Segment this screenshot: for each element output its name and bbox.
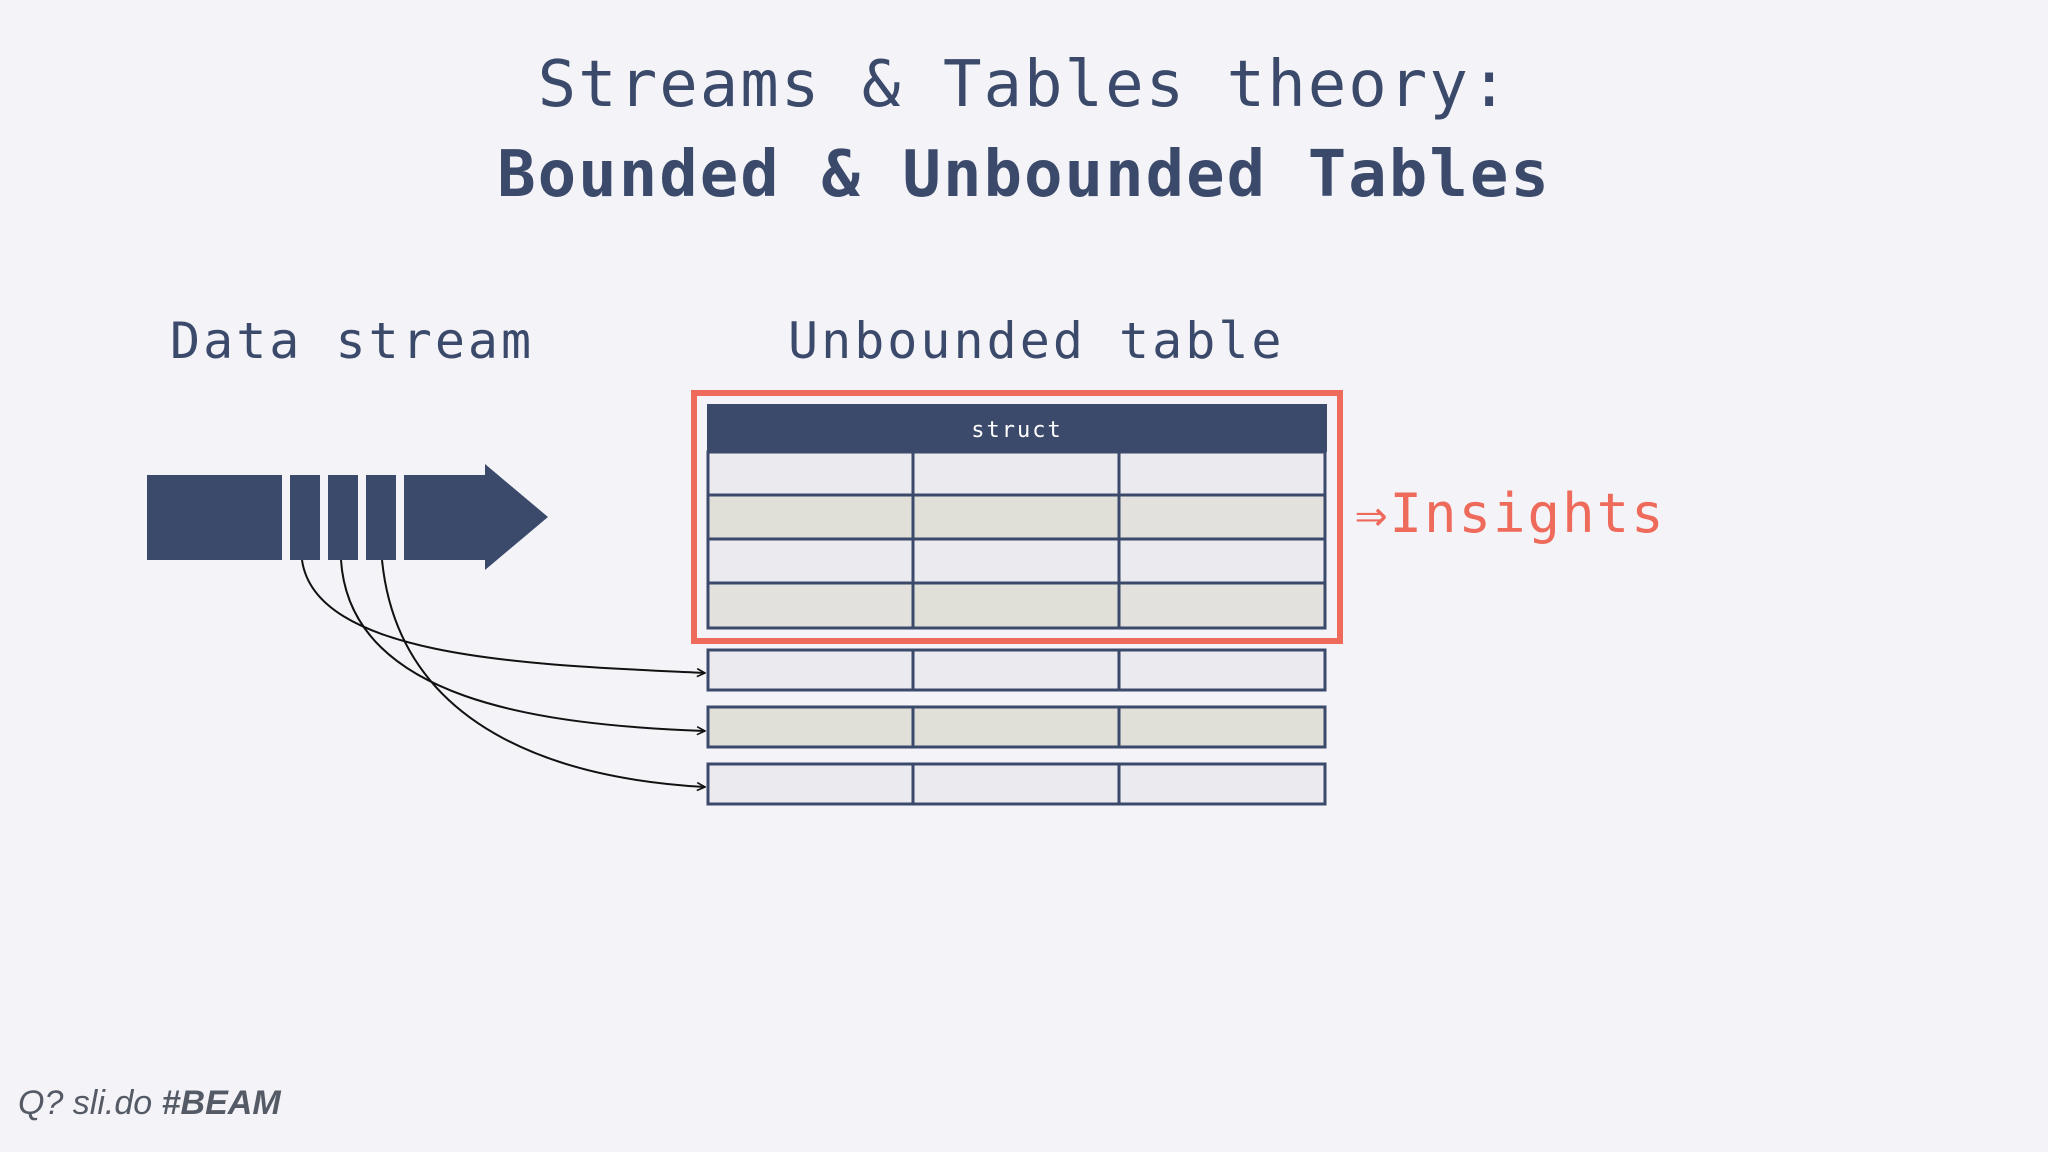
slide-subtitle: Bounded & Unbounded Tables [497, 138, 1551, 212]
table-row [706, 493, 1327, 541]
table-row [706, 450, 1327, 497]
table-row [706, 537, 1327, 585]
table-header [707, 404, 1327, 452]
footer-hashtag: #BEAM [161, 1084, 281, 1122]
stream-body-block [147, 475, 282, 560]
insights-label: ⇒Insights [1355, 482, 1666, 545]
connector-curve [381, 559, 705, 787]
stream-event-block [366, 475, 396, 560]
bounded-window-highlight [691, 390, 1343, 644]
footer-prefix: Q? sli.do [18, 1084, 162, 1122]
stream-event-block [290, 475, 320, 560]
bounded-rows [706, 450, 1327, 630]
data-stream-arrow [147, 464, 548, 570]
slide-title: Streams & Tables theory: [537, 48, 1511, 122]
connector-curve [301, 559, 705, 673]
table-row [706, 648, 1327, 692]
slido-footer: Q? sli.do #BEAM [18, 1084, 281, 1123]
stream-event-block [328, 475, 358, 560]
table-row [706, 581, 1327, 630]
table-header-label: struct [971, 418, 1062, 443]
data-stream-label: Data stream [170, 312, 535, 370]
table-row [706, 762, 1327, 806]
unbounded-table-label: Unbounded table [788, 312, 1285, 370]
appended-rows [706, 648, 1327, 806]
table-row [706, 705, 1327, 749]
event-connectors [301, 559, 705, 787]
table-outline [706, 450, 1327, 630]
connector-curve [340, 559, 705, 731]
stream-arrow-head [404, 464, 548, 570]
